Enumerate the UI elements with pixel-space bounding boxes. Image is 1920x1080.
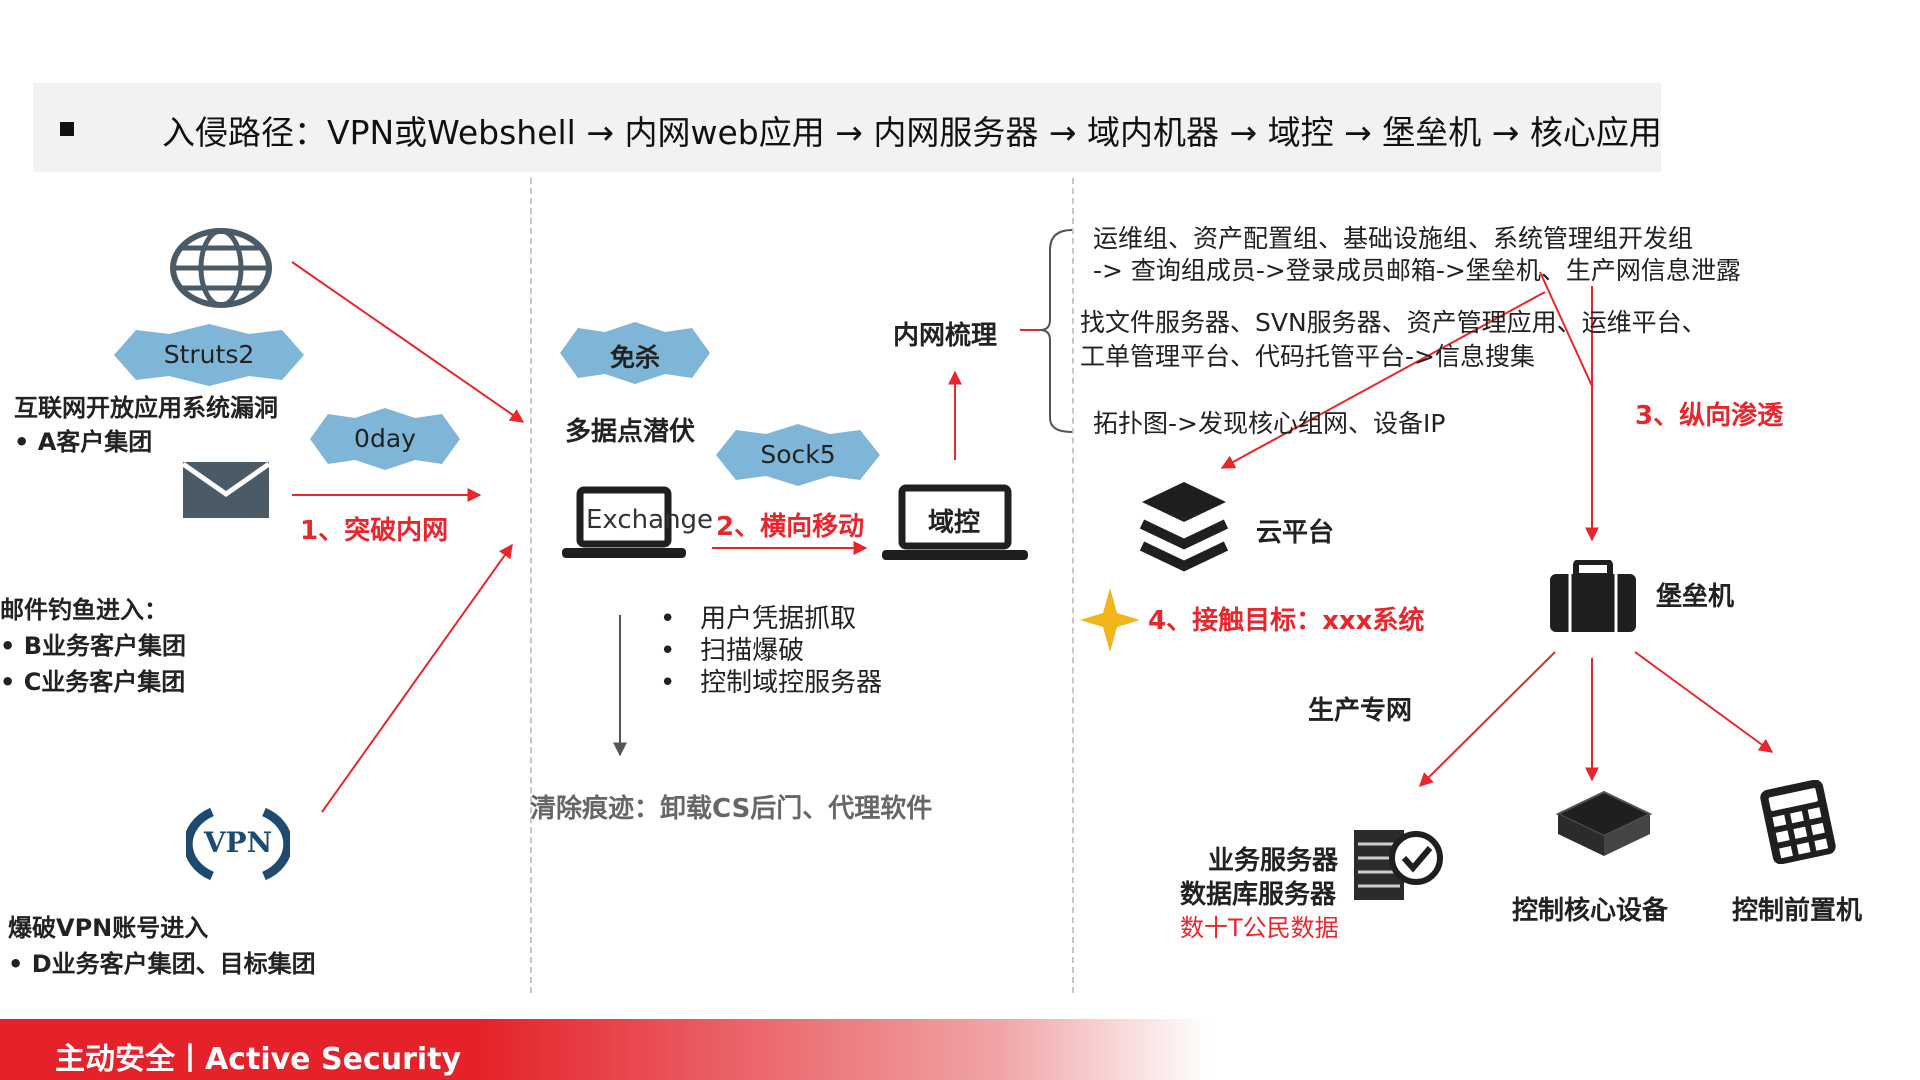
header-bullet <box>60 122 74 136</box>
arrow-internet-to-intranet <box>291 261 525 423</box>
core-device-icon <box>1555 790 1653 856</box>
step-2-label: 2、横向移动 <box>716 512 865 542</box>
multi-point-label: 多据点潜伏 <box>565 417 696 447</box>
business-server-label: 业务服务器 <box>1208 846 1339 876</box>
bastion-host-label: 堡垒机 <box>1656 582 1735 612</box>
header-bar <box>33 83 1661 172</box>
step-4-label: 4、接触目标：xxx系统 <box>1148 606 1425 636</box>
phishing-item-c: • C业务客户集团 <box>0 668 186 696</box>
arrow-to-cloud <box>1220 291 1546 469</box>
internet-vuln-item: • A客户集团 <box>14 428 153 456</box>
oday-badge: 0day <box>310 408 460 470</box>
group-line-2: -> 查询组成员->登录成员邮箱->堡垒机、生产网信息泄露 <box>1093 256 1741 285</box>
cloud-platform-icon <box>1139 482 1229 572</box>
action-item: • 扫描爆破 <box>660 636 805 666</box>
domain-controller-label: 域控 <box>928 508 981 538</box>
right-bracket <box>1039 229 1073 433</box>
cloud-platform-label: 云平台 <box>1256 518 1335 548</box>
step-3-label: 3、纵向渗透 <box>1635 401 1784 431</box>
target-star-icon <box>1080 588 1140 652</box>
action-item: • 用户凭据抓取 <box>660 604 857 634</box>
core-device-label: 控制核心设备 <box>1512 896 1669 926</box>
lateral-actions-list: • 用户凭据抓取 • 扫描爆破 • 控制域控服务器 <box>660 598 883 698</box>
separator-left <box>530 178 532 993</box>
vpn-icon: VPN <box>186 806 290 882</box>
intrusion-path-title: 入侵路径：VPN或Webshell → 内网web应用 → 内网服务器 → 域内… <box>162 113 1662 152</box>
mail-icon <box>183 462 269 518</box>
front-machine-label: 控制前置机 <box>1732 896 1863 926</box>
citizen-data-label: 数十T公民数据 <box>1180 914 1339 942</box>
file-server-line-1: 找文件服务器、SVN服务器、资产管理应用、运维平台、 <box>1080 308 1707 337</box>
footer-title: 主动安全丨Active Security <box>55 1042 462 1077</box>
phishing-item-b: • B业务客户集团 <box>0 632 186 660</box>
vpn-brute-item: • D业务客户集团、目标集团 <box>8 950 316 978</box>
step-1-label: 1、突破内网 <box>300 516 449 546</box>
mian-sha-badge: 免杀 <box>560 322 710 384</box>
sock5-badge: Sock5 <box>716 424 880 486</box>
action-item: • 控制域控服务器 <box>660 668 883 698</box>
exchange-label: Exchange <box>586 505 714 535</box>
server-check-icon <box>1354 830 1443 900</box>
arrow-bastion-to-front <box>1634 651 1774 753</box>
vpn-brute-title: 爆破VPN账号进入 <box>8 914 209 942</box>
cleanup-label: 清除痕迹：卸载CS后门、代理软件 <box>530 794 933 824</box>
struts2-badge: Struts2 <box>114 324 304 386</box>
domain-controller-laptop-icon <box>882 484 1028 560</box>
exchange-laptop-icon <box>562 486 686 558</box>
topology-line: 拓扑图->发现核心组网、设备IP <box>1093 409 1446 438</box>
group-line-1: 运维组、资产配置组、基础设施组、系统管理组开发组 <box>1093 224 1694 253</box>
arrow-vpn-to-intranet <box>321 543 513 813</box>
production-network-label: 生产专网 <box>1308 696 1413 726</box>
database-server-label: 数据库服务器 <box>1180 880 1337 910</box>
intranet-survey-label: 内网梳理 <box>893 321 998 351</box>
arrow-group-to-bastion <box>1539 271 1593 387</box>
internet-vuln-title: 互联网开放应用系统漏洞 <box>14 394 278 422</box>
calculator-icon <box>1760 780 1836 864</box>
file-server-line-2: 工单管理平台、代码托管平台->信息搜集 <box>1080 342 1535 371</box>
vpn-icon-label: VPN <box>203 826 273 859</box>
separator-right <box>1072 178 1074 993</box>
bastion-host-icon <box>1550 560 1636 632</box>
globe-icon <box>170 228 272 308</box>
arrow-bastion-to-server <box>1419 651 1556 787</box>
footer-bar <box>0 1019 1920 1080</box>
phishing-title: 邮件钓鱼进入： <box>0 596 168 624</box>
